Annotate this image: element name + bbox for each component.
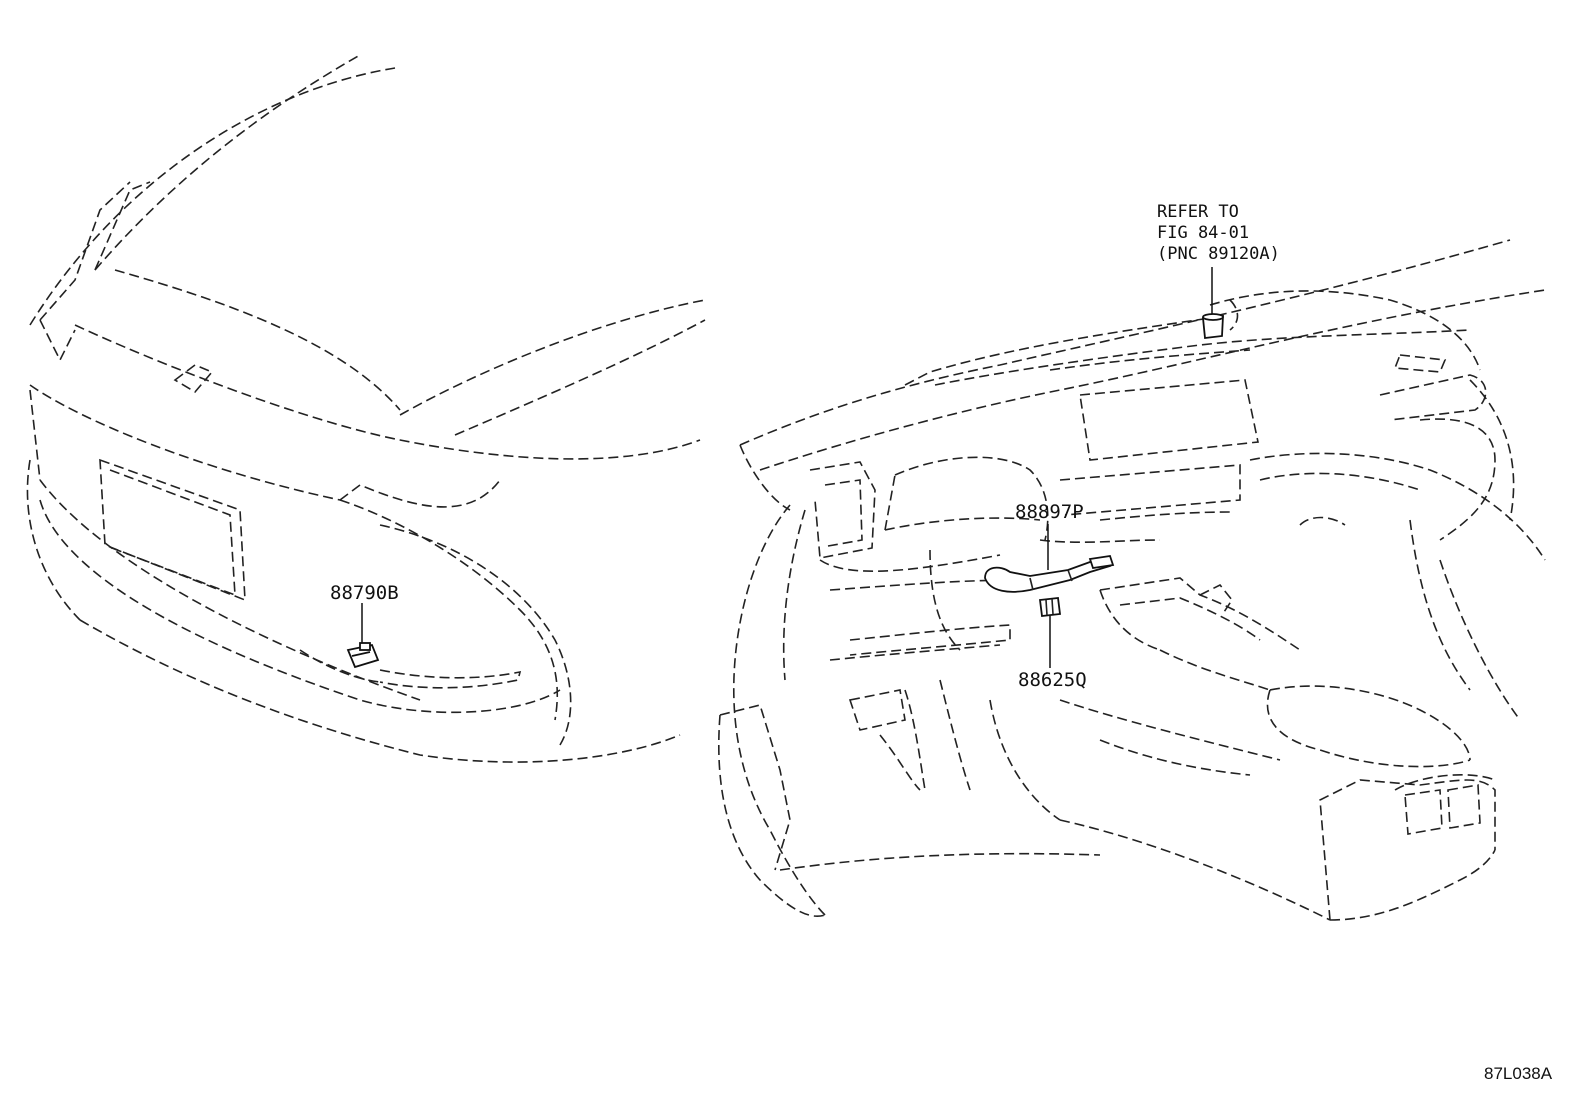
reference-note-line1: REFER TO	[1157, 202, 1239, 222]
radar-sensor-part	[346, 603, 380, 669]
cooler-thermistor-part	[984, 524, 1115, 593]
reference-part	[1202, 267, 1224, 340]
reference-note: REFER TO FIG 84-01 (PNC 89120A)	[1157, 202, 1280, 265]
part-label-88790B: 88790B	[330, 582, 399, 604]
figure-id: 87L038A	[1484, 1064, 1553, 1083]
part-label-88625Q: 88625Q	[1018, 669, 1087, 691]
part-label-88897P: 88897P	[1015, 501, 1084, 523]
ambient-sensor-part	[1038, 597, 1062, 668]
instrument-panel-outline	[718, 239, 1546, 921]
front-car-outline	[26, 54, 706, 763]
reference-note-line3: (PNC 89120A)	[1157, 244, 1280, 264]
reference-note-line2: FIG 84-01	[1157, 223, 1250, 243]
